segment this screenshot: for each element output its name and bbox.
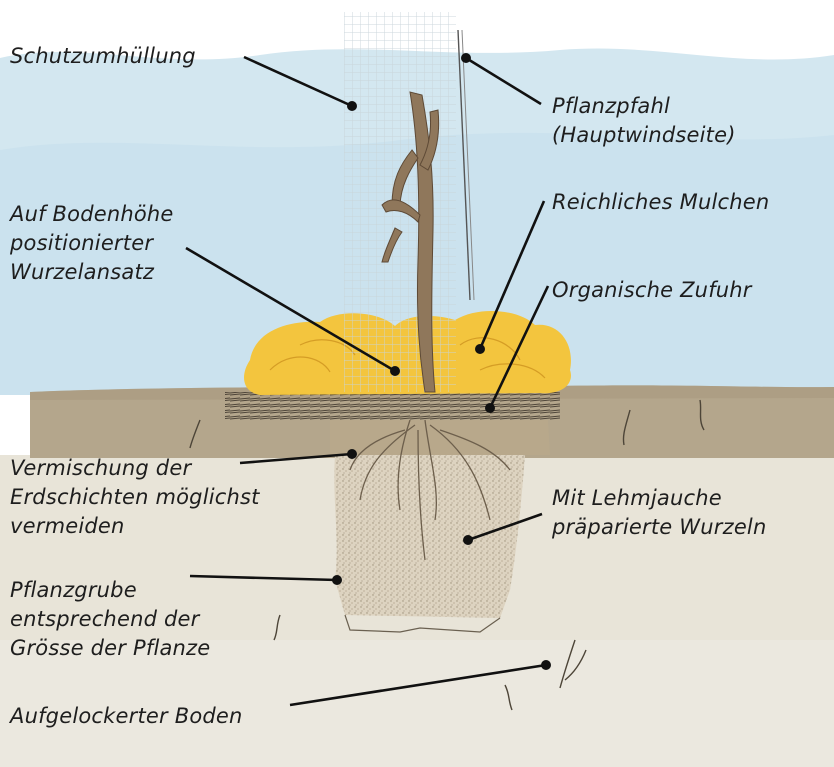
label-zufuhr: Organische Zufuhr <box>552 276 752 305</box>
label-wurzelansatz: Auf Bodenhöhe positionierter Wurzelansat… <box>10 200 174 287</box>
planting-pit <box>334 455 525 618</box>
label-lehmjauche: Mit Lehmjauche präparierte Wurzeln <box>552 484 766 542</box>
label-pflanzgrube: Pflanzgrube entsprechend der Grösse der … <box>10 576 210 663</box>
label-vermischung: Vermischung der Erdschichten möglichst v… <box>10 454 260 541</box>
label-pflanzpfahl: Pflanzpfahl (Hauptwindseite) <box>552 92 736 150</box>
label-schutzumhuellung: Schutzumhüllung <box>10 42 196 71</box>
label-mulchen: Reichliches Mulchen <box>552 188 769 217</box>
label-boden: Aufgelockerter Boden <box>10 702 243 731</box>
